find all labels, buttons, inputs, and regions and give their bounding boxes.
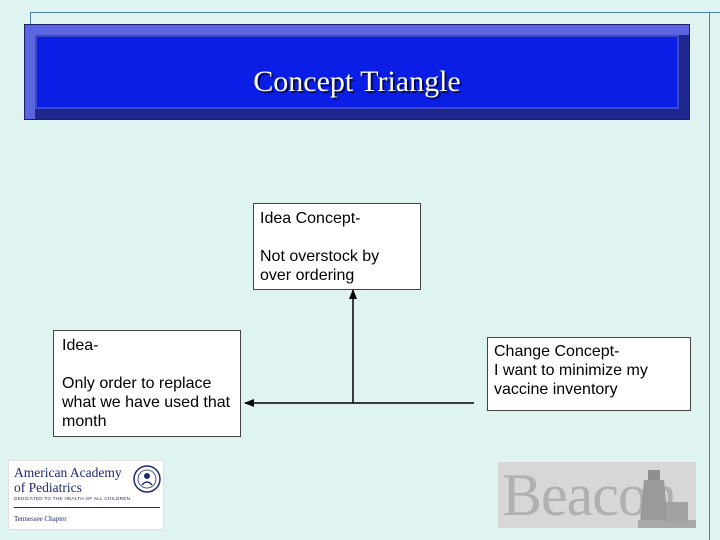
change-concept-heading: Change Concept- <box>494 343 620 360</box>
aap-logo-tagline: DEDICATED TO THE HEALTH OF ALL CHILDREN <box>14 496 131 501</box>
lighthouse-icon <box>638 470 696 528</box>
aap-logo-divider <box>14 507 160 508</box>
change-concept-box: Change Concept- I want to minimize my va… <box>487 337 691 411</box>
page-title: Concept Triangle <box>253 65 461 98</box>
aap-logo-line1: American Academy <box>14 465 122 480</box>
frame-line-left <box>30 12 31 24</box>
idea-heading: Idea- <box>62 337 99 354</box>
idea-concept-body: Not overstock by over ordering <box>260 248 380 284</box>
frame-line-top <box>30 12 720 13</box>
title-banner: Concept Triangle <box>24 24 690 120</box>
idea-concept-box: Idea Concept- Not overstock by over orde… <box>253 203 421 290</box>
aap-logo: American Academy of Pediatrics DEDICATED… <box>8 460 164 530</box>
aap-logo-line2: of Pediatrics <box>14 480 82 495</box>
aap-logo-chapter: Tennessee Chapter <box>14 515 67 523</box>
beacon-logo: Beacon <box>498 462 696 528</box>
idea-body: Only order to replace what we have used … <box>62 375 231 430</box>
idea-concept-heading: Idea Concept- <box>260 210 361 227</box>
change-concept-body: I want to minimize my vaccine inventory <box>494 362 648 398</box>
frame-line-right <box>709 12 710 540</box>
idea-box: Idea- Only order to replace what we have… <box>53 330 241 437</box>
aap-seal-icon <box>133 465 161 493</box>
aap-logo-name: American Academy of Pediatrics <box>14 465 132 495</box>
title-banner-inner: Concept Triangle <box>37 37 677 107</box>
